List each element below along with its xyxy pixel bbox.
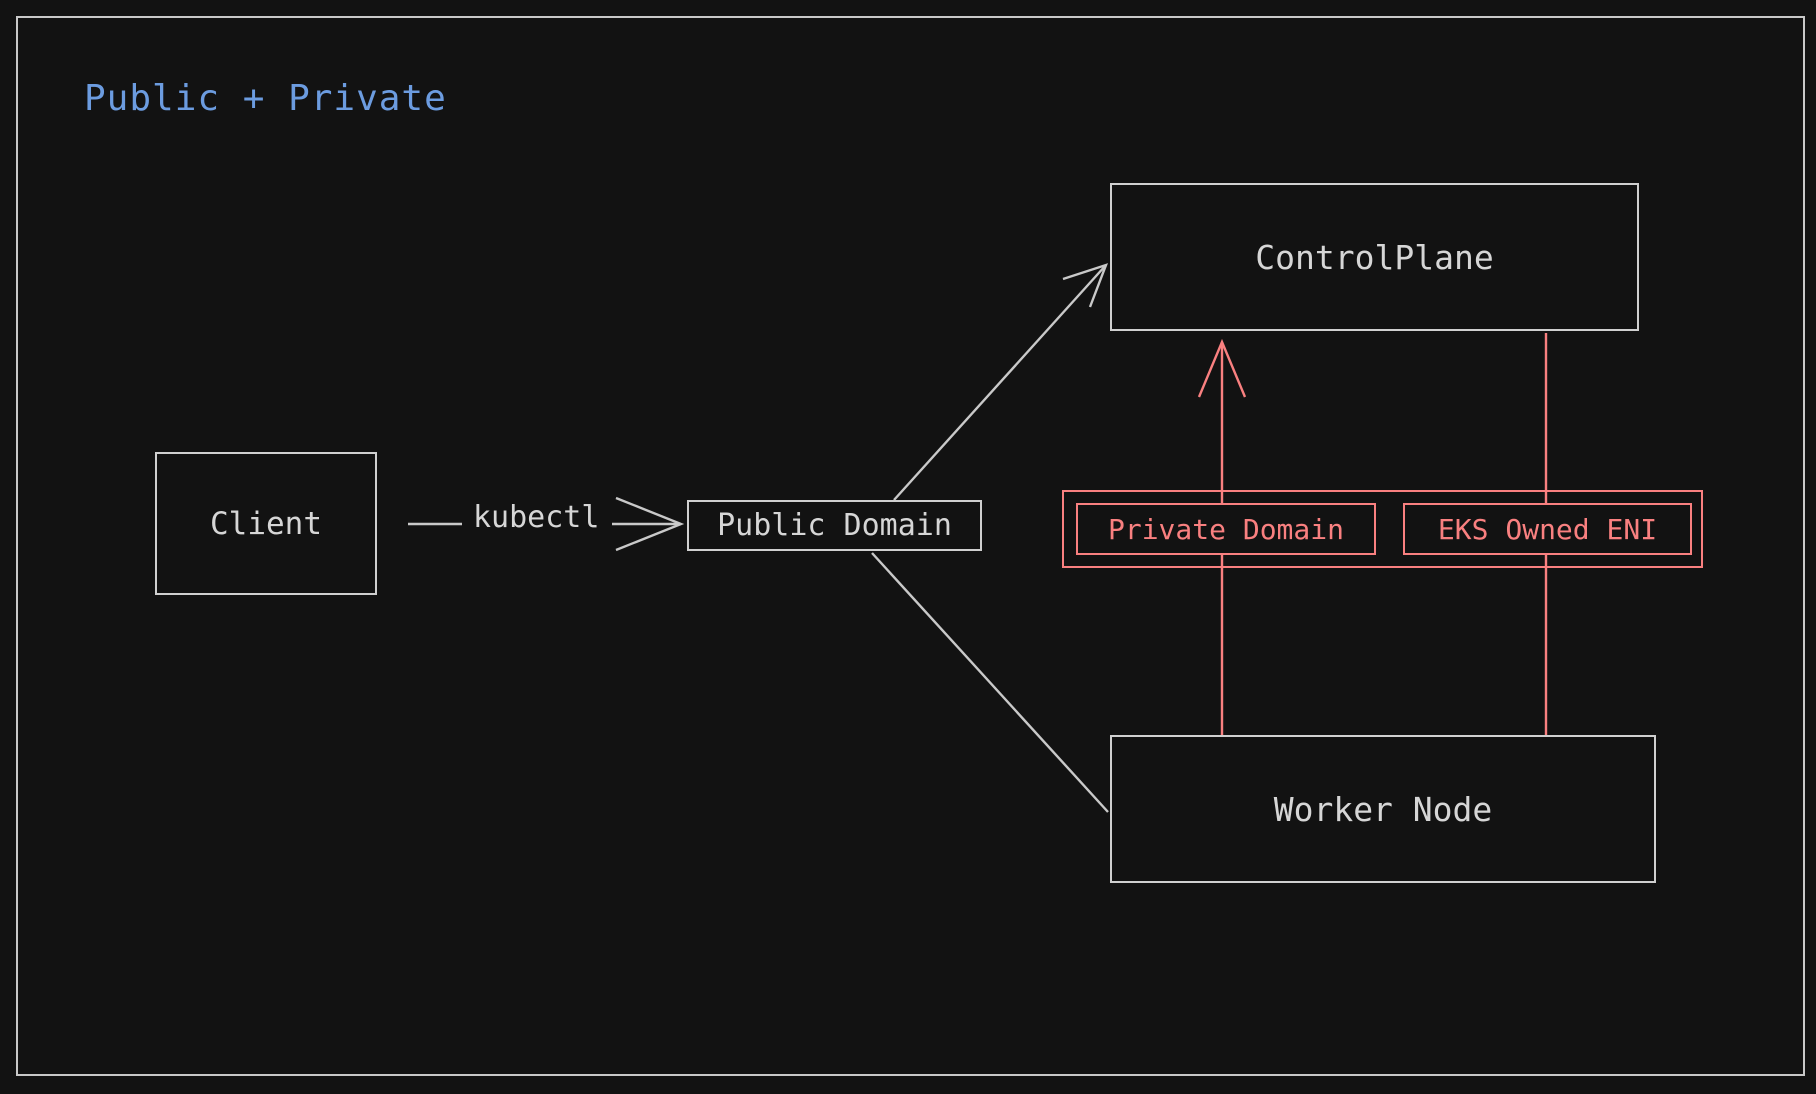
node-private-domain[interactable]: Private Domain: [1076, 503, 1376, 555]
page-title: Public + Private: [84, 78, 447, 119]
private-zone-group: [1062, 490, 1703, 568]
node-controlplane-label: ControlPlane: [1255, 237, 1494, 277]
node-eks-owned-eni[interactable]: EKS Owned ENI: [1403, 503, 1692, 555]
node-private-domain-label: Private Domain: [1107, 512, 1344, 546]
edge-label-kubectl: kubectl: [473, 500, 600, 535]
node-worker-node[interactable]: Worker Node: [1110, 735, 1656, 883]
node-worker-node-label: Worker Node: [1273, 789, 1493, 829]
node-client[interactable]: Client: [155, 452, 377, 595]
node-public-domain[interactable]: Public Domain: [687, 500, 982, 551]
node-client-label: Client: [210, 505, 322, 542]
node-eks-owned-eni-label: EKS Owned ENI: [1437, 512, 1658, 546]
node-public-domain-label: Public Domain: [717, 508, 952, 543]
node-controlplane[interactable]: ControlPlane: [1110, 183, 1639, 331]
